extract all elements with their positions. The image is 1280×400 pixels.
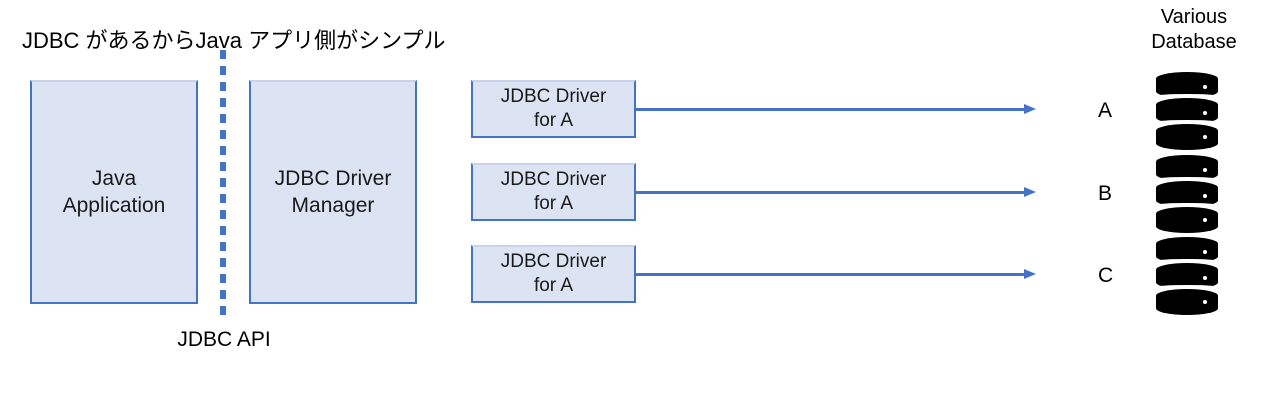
databases-heading-label: Various Database bbox=[1151, 6, 1237, 53]
arrow-head-icon bbox=[1024, 187, 1036, 197]
arrow-driver-2-to-database-b bbox=[636, 187, 1036, 199]
database-row-c: C bbox=[1090, 237, 1240, 315]
arrow-head-icon bbox=[1024, 104, 1036, 114]
arrow-shaft bbox=[636, 191, 1026, 194]
box-jdbc-driver-manager-label: JDBC Driver Manager bbox=[274, 167, 392, 217]
arrow-shaft bbox=[636, 108, 1026, 111]
database-cylinder-icon bbox=[1156, 72, 1218, 150]
database-cylinder-icon bbox=[1156, 237, 1218, 315]
arrow-shaft bbox=[636, 273, 1026, 276]
arrow-head-icon bbox=[1024, 269, 1036, 279]
box-jdbc-driver-1: JDBC Driver for A bbox=[471, 80, 636, 138]
jdbc-api-label: JDBC API bbox=[177, 328, 271, 351]
database-row-b: B bbox=[1090, 155, 1240, 233]
arrow-driver-3-to-database-c bbox=[636, 269, 1036, 281]
database-row-a: A bbox=[1090, 72, 1240, 150]
database-label-a: A bbox=[1098, 99, 1113, 122]
database-label-b: B bbox=[1098, 182, 1113, 205]
databases-heading: Various Database bbox=[1118, 5, 1270, 55]
diagram-title: JDBC があるからJava アプリ側がシンプル bbox=[22, 28, 446, 53]
database-label-c: C bbox=[1098, 264, 1114, 287]
box-jdbc-driver-manager: JDBC Driver Manager bbox=[249, 80, 417, 304]
jdbc-api-divider bbox=[220, 50, 226, 322]
box-jdbc-driver-2: JDBC Driver for A bbox=[471, 163, 636, 221]
box-jdbc-driver-3: JDBC Driver for A bbox=[471, 245, 636, 303]
database-cylinder-icon bbox=[1156, 155, 1218, 233]
box-java-application: Java Application bbox=[30, 80, 198, 304]
arrow-driver-1-to-database-a bbox=[636, 104, 1036, 116]
box-jdbc-driver-3-label: JDBC Driver for A bbox=[500, 251, 607, 296]
box-jdbc-driver-1-label: JDBC Driver for A bbox=[500, 86, 607, 131]
box-jdbc-driver-2-label: JDBC Driver for A bbox=[500, 169, 607, 214]
box-java-application-label: Java Application bbox=[62, 167, 166, 217]
